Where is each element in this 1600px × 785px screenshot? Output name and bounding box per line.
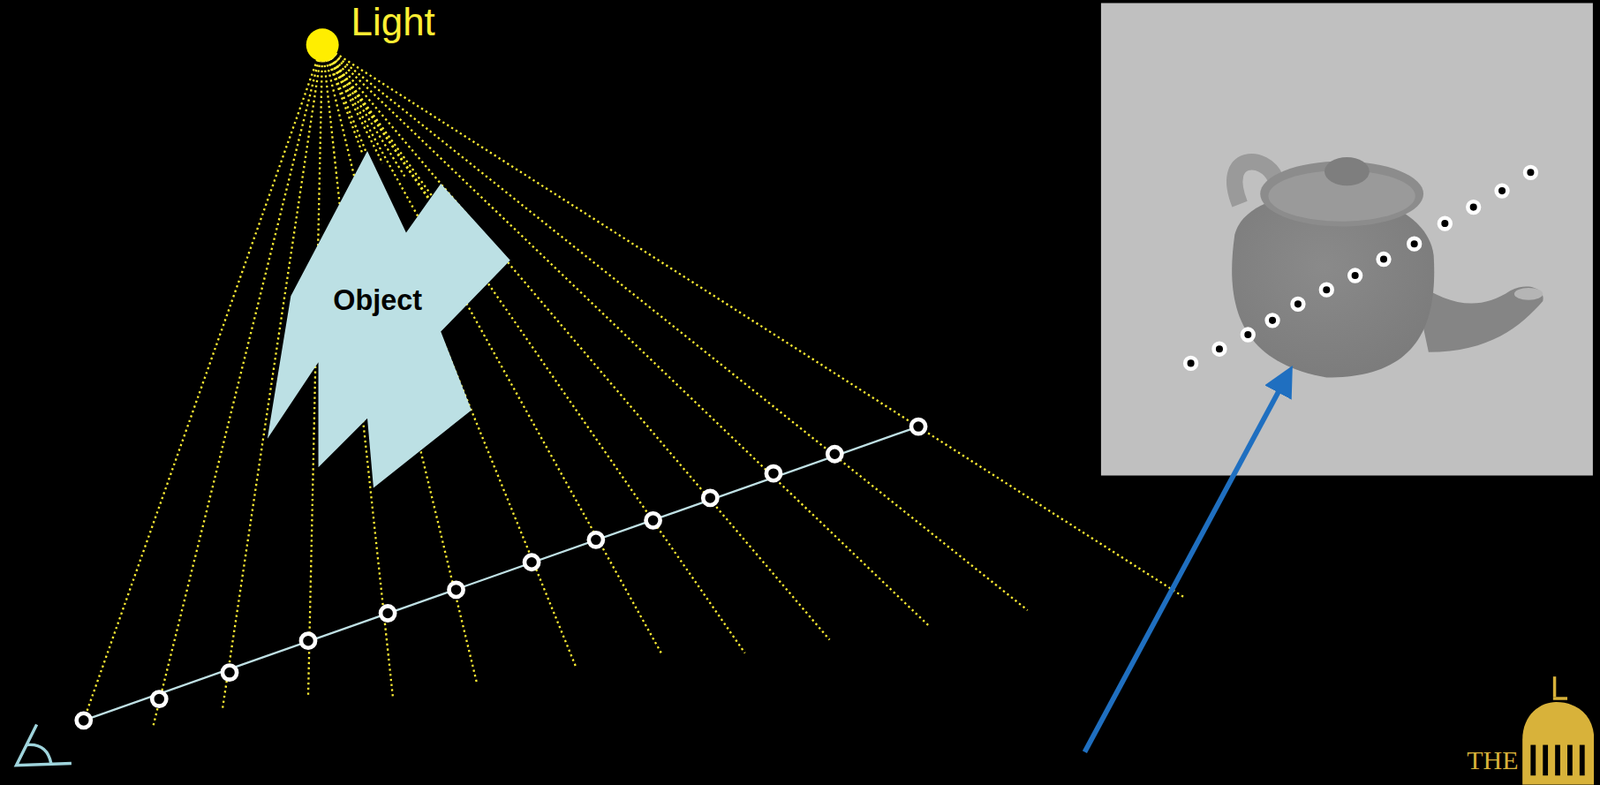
sample-dot (646, 513, 661, 528)
object-shape (267, 150, 513, 491)
sample-dot (1184, 357, 1197, 370)
sample-dot (766, 466, 781, 481)
teapot-depth (1231, 157, 1544, 378)
logo-text: THE (1466, 747, 1518, 776)
sample-dot (1496, 185, 1509, 197)
object-outline (267, 150, 511, 488)
sample-dot (1408, 238, 1420, 250)
light-ray (322, 45, 363, 153)
light-ray (322, 45, 1184, 597)
depth-map-panel (1101, 2, 1593, 476)
sample-dot (76, 713, 91, 728)
ray-samples (76, 419, 926, 728)
pointer-arrow (1084, 374, 1288, 753)
sample-dot (524, 555, 539, 570)
sample-dot (1267, 315, 1279, 327)
light-rays (83, 45, 1185, 727)
view-ray (83, 426, 919, 721)
sample-dot (911, 419, 926, 434)
sample-dot (1242, 329, 1254, 341)
sample-dot (1524, 166, 1537, 179)
occluder-object: Object (267, 150, 513, 491)
light-ray (322, 45, 383, 164)
sample-dot (827, 446, 842, 461)
light-label: Light (351, 0, 436, 46)
sample-dot (1378, 253, 1390, 265)
sample-dot (380, 605, 395, 620)
eye-symbol (15, 724, 71, 765)
sample-dot (588, 532, 604, 547)
depth-samples (1184, 166, 1537, 370)
sample-dot (1292, 298, 1305, 310)
light-source: Light (306, 28, 340, 61)
sample-dot (1349, 270, 1361, 282)
sample-dot (448, 582, 463, 597)
sample-dot (1467, 201, 1480, 213)
sample-dot (702, 490, 717, 506)
sample-dot (1439, 218, 1451, 230)
sample-dot (301, 633, 316, 649)
sample-dot (151, 692, 167, 707)
sample-dot (1320, 284, 1333, 296)
sample-dot (222, 664, 237, 680)
object-label: Object (332, 284, 423, 317)
logo-dome (1522, 676, 1594, 785)
sample-dot (1214, 343, 1226, 355)
